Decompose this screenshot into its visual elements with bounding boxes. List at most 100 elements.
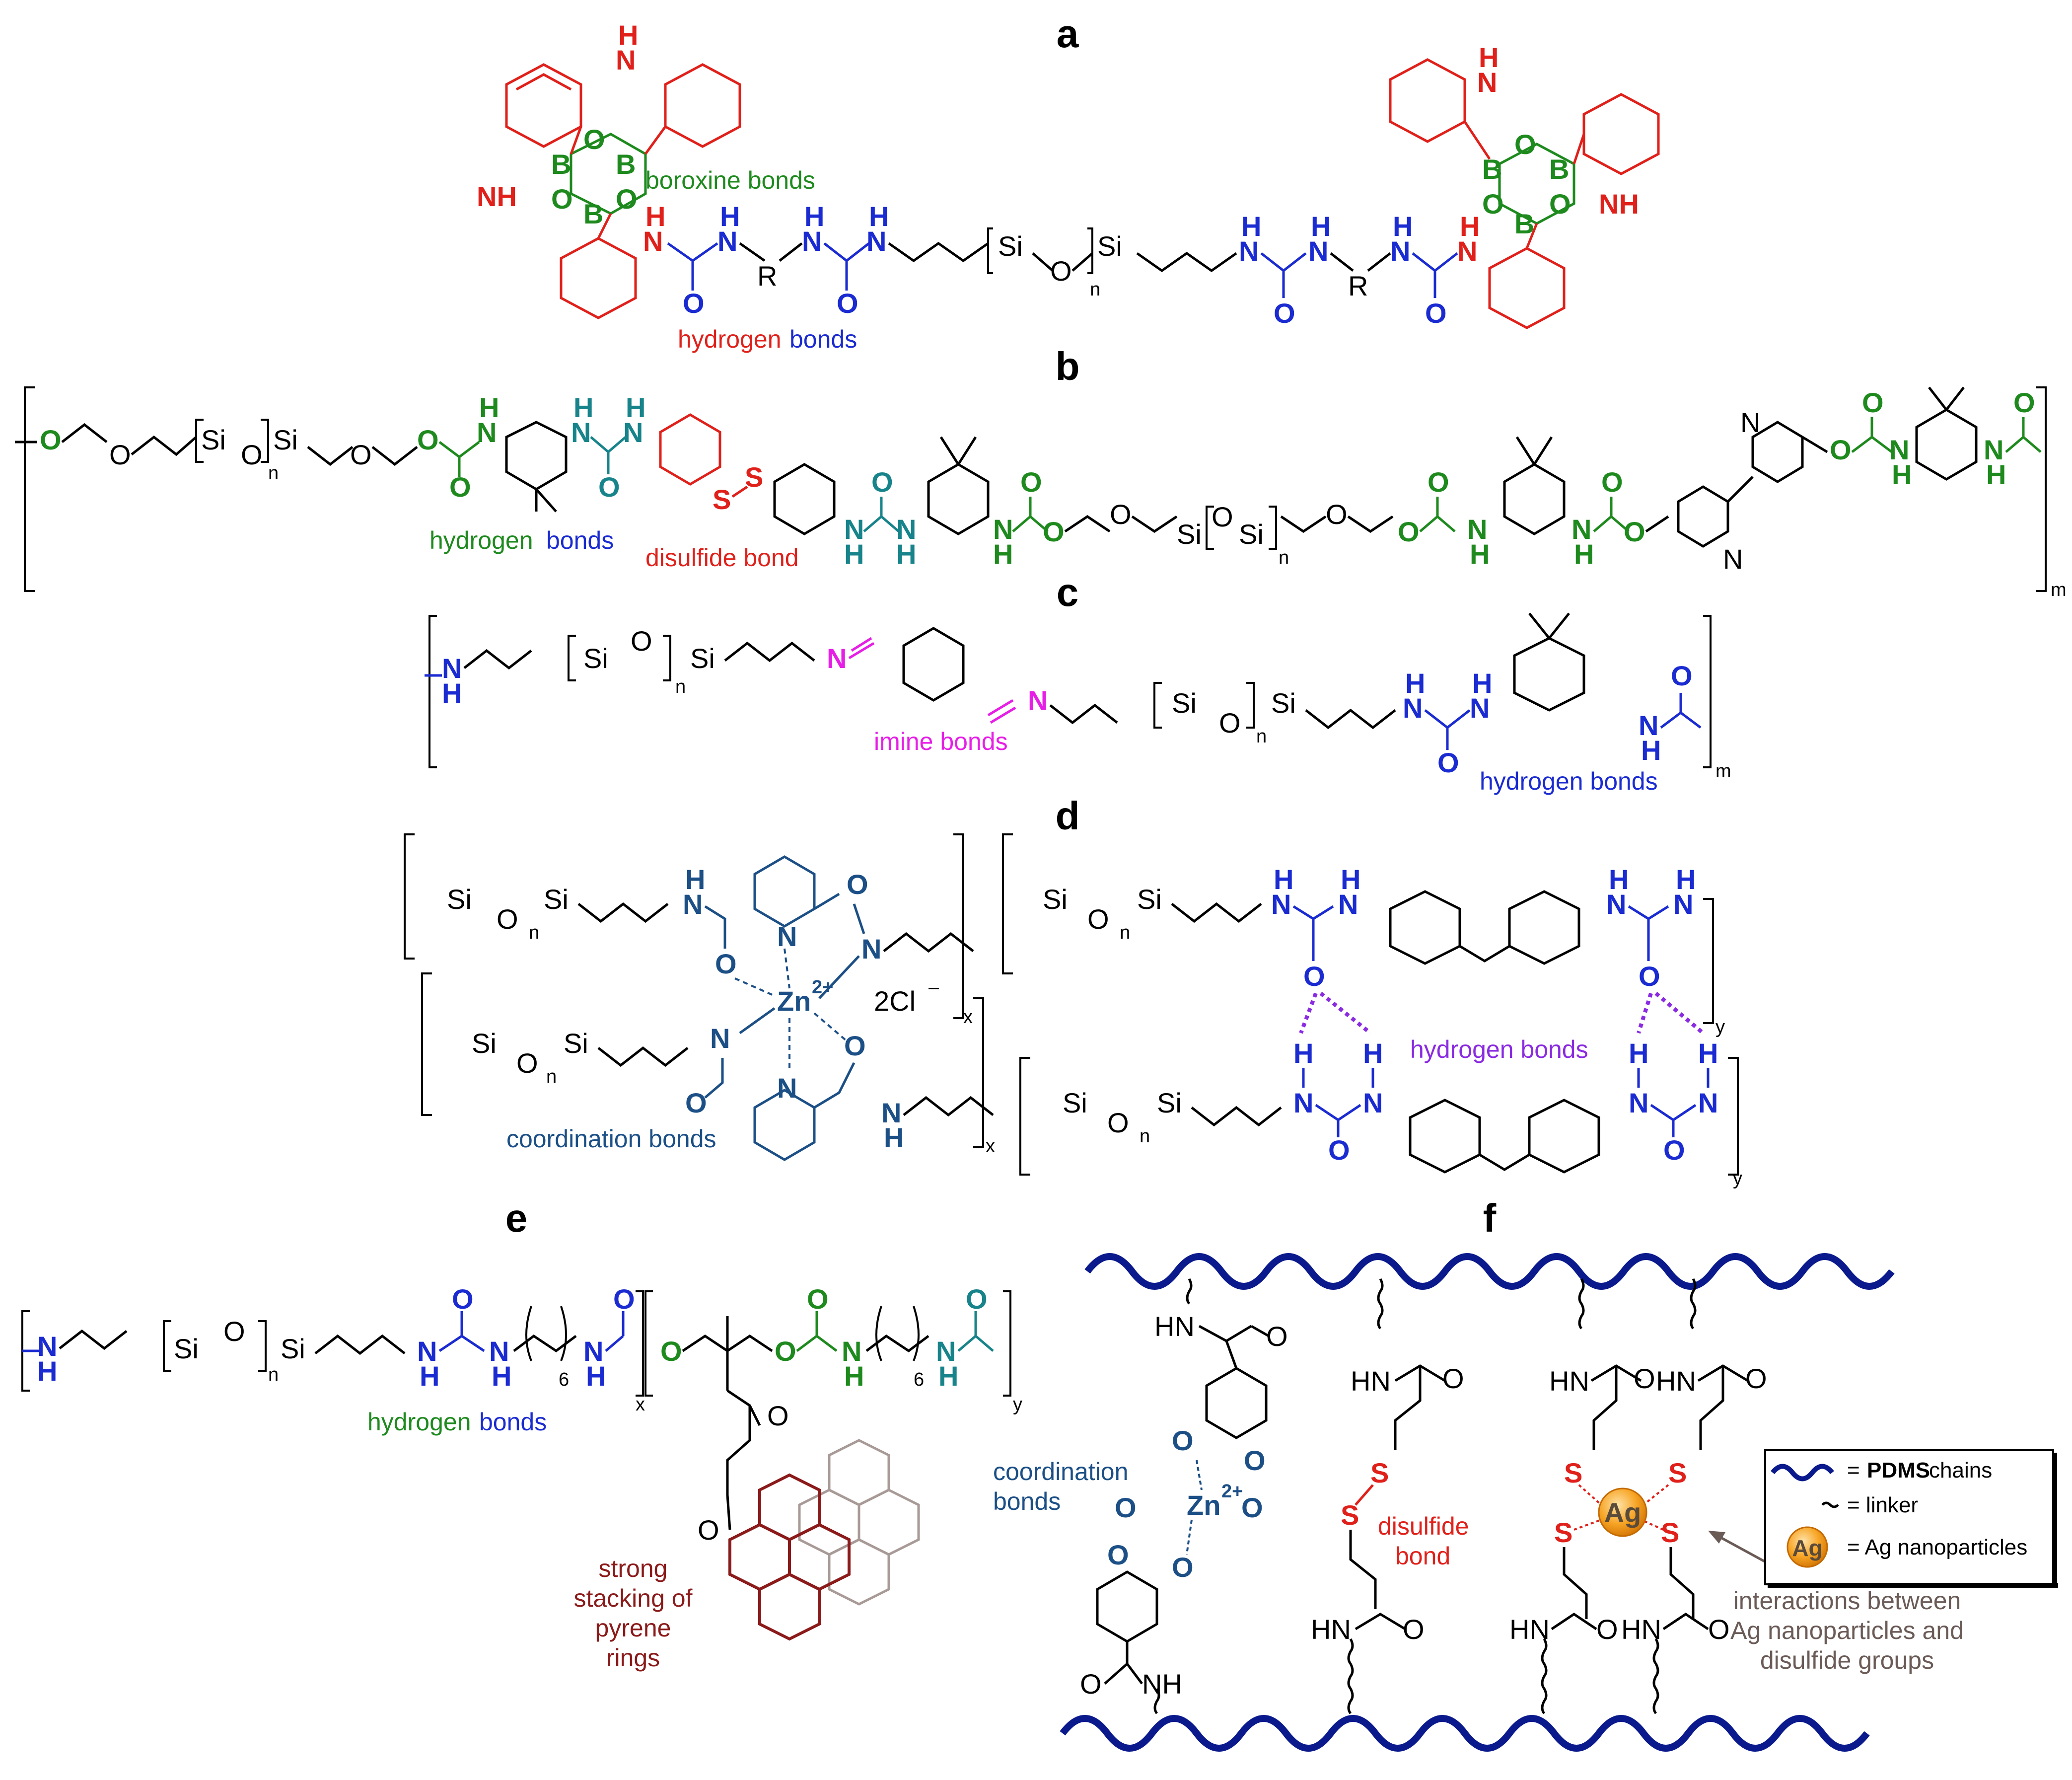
- zinc-ion: Zn: [777, 985, 811, 1017]
- h-atom: H: [618, 19, 638, 51]
- n-atom: N: [583, 1335, 603, 1367]
- h-atom: H: [37, 1355, 57, 1387]
- panel-f-structure: HN O O O Zn 2+ O O O O O NH coordination…: [993, 1253, 2058, 1752]
- oxygen-atom: O: [598, 471, 620, 503]
- amide-hn: HN: [1549, 1365, 1589, 1397]
- h-atom: H: [626, 392, 645, 423]
- oxygen-atom: O: [1624, 516, 1645, 547]
- stacking-label-line-4: rings: [606, 1644, 660, 1672]
- legend-linker-swatch: [1821, 1501, 1839, 1508]
- oxygen-atom: O: [1020, 466, 1042, 498]
- oxygen-atom: O: [1442, 1363, 1464, 1394]
- h-atom: H: [1470, 538, 1490, 570]
- panel-label-e: e: [505, 1196, 528, 1240]
- si-atom: Si: [281, 1333, 305, 1364]
- n-atom: N: [717, 225, 737, 257]
- oxygen-atom: O: [516, 1047, 538, 1079]
- oxygen-atom: O: [109, 439, 131, 470]
- n-atom: N: [1984, 434, 2003, 465]
- subscript-y: y: [1733, 1168, 1742, 1189]
- n-atom: N: [417, 1335, 437, 1367]
- panel-label-d: d: [1056, 794, 1080, 838]
- stacking-label-line-3: pyrene: [595, 1614, 671, 1642]
- oxygen-atom: O: [1398, 516, 1420, 547]
- amide-hn: HN: [1351, 1365, 1391, 1397]
- linker: [1690, 1278, 1697, 1330]
- oxygen-atom: O: [616, 183, 638, 215]
- n-atom: N: [802, 225, 822, 257]
- oxygen-atom: O: [241, 439, 263, 470]
- h-atom: H: [1479, 42, 1499, 73]
- legend-pdms-prefix: =: [1847, 1458, 1860, 1483]
- n-atom: N: [881, 1097, 901, 1128]
- oxygen-atom: O: [1708, 1614, 1730, 1645]
- amide-nh: NH: [1142, 1668, 1182, 1700]
- h-atom: H: [1892, 459, 1912, 490]
- subscript-n: n: [546, 1066, 557, 1087]
- n-atom: N: [1390, 235, 1410, 267]
- h-atom: H: [1293, 1038, 1313, 1069]
- oxygen-atom: O: [1634, 1363, 1655, 1394]
- n-atom: N: [1606, 889, 1626, 920]
- n-atom: N: [1889, 434, 1909, 465]
- si-atom: Si: [1137, 884, 1162, 915]
- h-atom: H: [938, 1360, 958, 1392]
- si-atom: Si: [1097, 230, 1122, 262]
- subscript-6: 6: [559, 1369, 569, 1390]
- oxygen-atom: O: [1425, 297, 1447, 329]
- boroxine-bonds-label: boroxine bonds: [645, 166, 815, 194]
- subscript-m: m: [2051, 580, 2067, 600]
- oxygen-atom: O: [223, 1316, 245, 1347]
- boron-atom: B: [551, 148, 571, 180]
- subscript-m: m: [1715, 761, 1731, 782]
- pyrene-back: [798, 1439, 920, 1606]
- panel-label-b: b: [1056, 344, 1080, 388]
- sulfur-atom: S: [1564, 1457, 1582, 1488]
- si-atom: Si: [174, 1333, 199, 1364]
- panel-e-structure: N H Si O n Si N H O N H 6 N H O x O O O: [21, 1283, 1022, 1672]
- linker: [1652, 1638, 1659, 1714]
- hydrogen-word: hydrogen: [367, 1408, 471, 1436]
- disulfide-bond-label: disulfide bond: [645, 544, 799, 572]
- subscript-6: 6: [914, 1369, 924, 1390]
- h-atom: H: [1460, 211, 1480, 242]
- si-atom: Si: [564, 1028, 588, 1059]
- n-atom: N: [1477, 67, 1497, 98]
- subscript-x: x: [986, 1136, 995, 1157]
- oxygen-atom: O: [683, 288, 705, 319]
- oxygen-atom: O: [1671, 660, 1693, 691]
- si-atom: Si: [447, 884, 472, 915]
- oxygen-atom: O: [715, 948, 737, 979]
- legend-pdms-swatch: [1771, 1464, 1834, 1482]
- oxygen-atom: O: [2013, 387, 2035, 418]
- oxygen-atom: O: [417, 424, 439, 455]
- oxygen-atom: O: [1303, 961, 1325, 992]
- h-atom: H: [1472, 668, 1492, 699]
- oxygen-atom: O: [1596, 1614, 1618, 1645]
- oxygen-atom: O: [1107, 1107, 1129, 1138]
- oxygen-atom: O: [350, 439, 372, 470]
- ag-nanoparticle: [1598, 1487, 1647, 1537]
- si-atom: Si: [1271, 687, 1296, 719]
- n-atom: N: [710, 1023, 730, 1054]
- panel-label-f: f: [1483, 1196, 1497, 1240]
- n-atom: N: [1572, 514, 1591, 545]
- legend-ag: = Ag nanoparticles: [1847, 1535, 2027, 1559]
- n-atom: N: [623, 417, 643, 448]
- ag-annotation-line-1: interactions between: [1733, 1587, 1961, 1615]
- r-group: R: [1348, 270, 1368, 301]
- si-atom: Si: [201, 424, 226, 455]
- boron-atom: B: [1549, 153, 1569, 185]
- h-atom: H: [442, 677, 462, 709]
- oxygen-atom: O: [631, 625, 652, 657]
- si-atom: Si: [1157, 1087, 1182, 1118]
- oxygen-atom: O: [449, 471, 471, 503]
- hydrogen-bonds-label: hydrogen bonds: [1410, 1036, 1588, 1063]
- coordination-label-line-1: coordination: [993, 1458, 1128, 1485]
- n-atom: N: [896, 514, 916, 545]
- oxygen-atom: O: [1212, 501, 1233, 532]
- bonds-word: bonds: [789, 325, 857, 353]
- oxygen-atom: O: [837, 288, 858, 319]
- oxygen-atom: O: [1244, 1445, 1266, 1476]
- sulfur-atom: S: [713, 484, 731, 515]
